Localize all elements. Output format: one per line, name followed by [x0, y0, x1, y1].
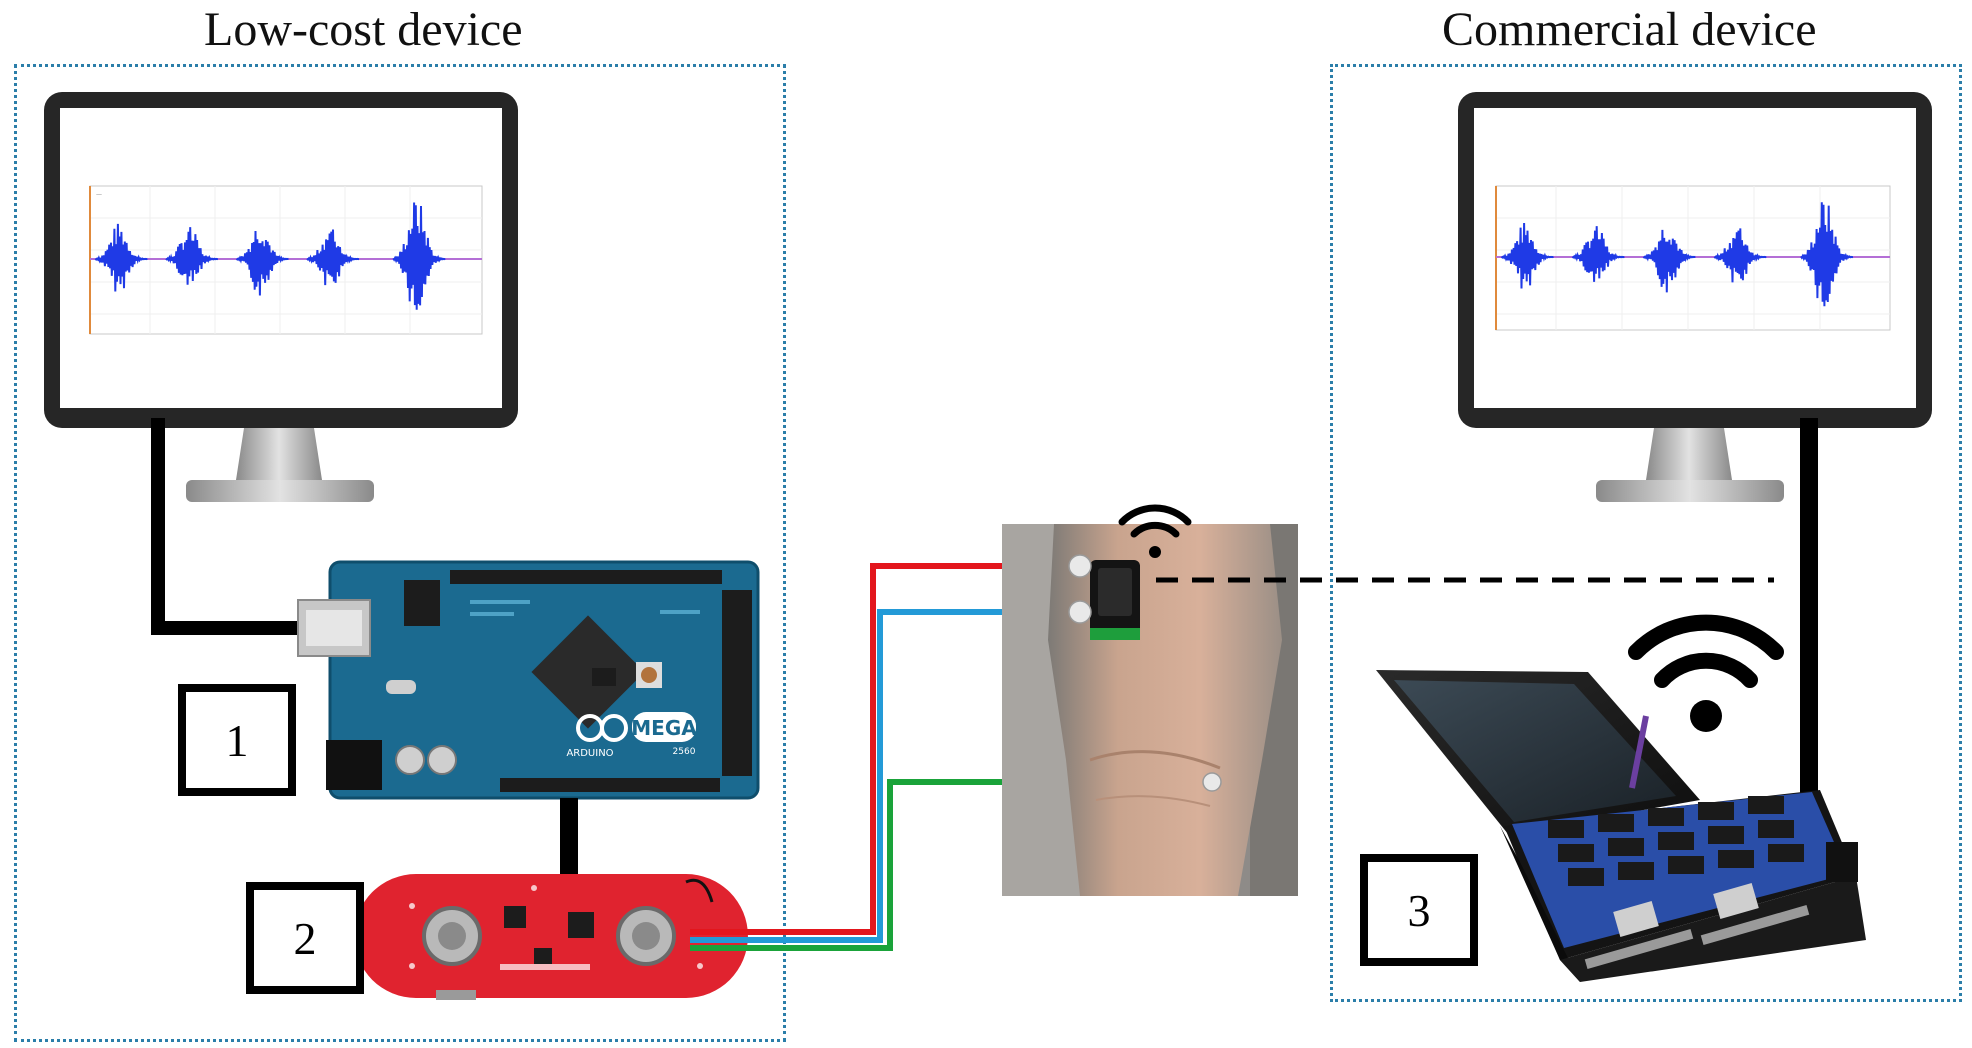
arduino-board: MEGA ARDUINO 2560	[297, 560, 760, 800]
right-emg-bursts	[1500, 202, 1854, 307]
arduino-model: 2560	[673, 747, 696, 757]
emg-burst	[306, 229, 360, 286]
monitor-cable	[1800, 418, 1818, 810]
sensor-module	[1698, 802, 1734, 820]
left-emg-signal-plot: —	[89, 185, 483, 335]
emg-burst	[1800, 202, 1854, 307]
wifi-icon	[1628, 614, 1784, 732]
leg-photo	[1002, 524, 1298, 896]
right-emg-signal-plot	[1495, 185, 1891, 331]
marker-1: 1	[178, 684, 296, 796]
sensor-module	[1608, 838, 1644, 856]
wifi-icon	[1118, 504, 1192, 558]
sensor-module	[1648, 808, 1684, 826]
emg-burst	[94, 223, 148, 292]
marker-2: 2	[246, 882, 364, 994]
sensor-module	[1758, 820, 1794, 838]
low-cost-device-frame	[14, 64, 786, 1042]
sensor-modules	[1548, 796, 1804, 886]
marker-3: 3	[1360, 854, 1478, 966]
emg-burst	[165, 227, 219, 285]
commercial-emg-case	[1376, 670, 1866, 982]
sensor-cable	[560, 798, 578, 874]
emg-sensor-board	[354, 874, 748, 1000]
sensor-module	[1718, 850, 1754, 868]
sensor-module	[1748, 796, 1784, 814]
emg-burst	[1500, 222, 1554, 289]
arduino-board-name: MEGA	[631, 716, 697, 740]
emg-burst	[235, 230, 289, 296]
emg-burst	[1642, 229, 1696, 293]
low-cost-device-title: Low-cost device	[204, 3, 523, 56]
sensor-module	[1668, 856, 1704, 874]
red-wire	[690, 563, 1080, 935]
sensor-module	[1568, 868, 1604, 886]
sensor-module	[1558, 844, 1594, 862]
sensor-module	[1768, 844, 1804, 862]
arduino-brand: ARDUINO	[566, 748, 613, 759]
svg-text:—: —	[96, 191, 102, 198]
emg-burst	[1713, 228, 1767, 283]
sensor-module	[1708, 826, 1744, 844]
blue-wire	[690, 609, 1080, 943]
sensor-module	[1658, 832, 1694, 850]
commercial-device-title: Commercial device	[1442, 3, 1817, 56]
arduino-logo-icon	[576, 714, 628, 742]
sensor-module	[1598, 814, 1634, 832]
wireless-emg-sensor	[1090, 560, 1140, 640]
left-emg-bursts	[94, 202, 446, 310]
emg-burst	[392, 202, 446, 310]
commercial-device-frame	[1330, 64, 1962, 1002]
usb-cable	[151, 418, 312, 635]
sensor-module	[1618, 862, 1654, 880]
sensor-module	[1548, 820, 1584, 838]
emg-burst	[1571, 226, 1625, 282]
